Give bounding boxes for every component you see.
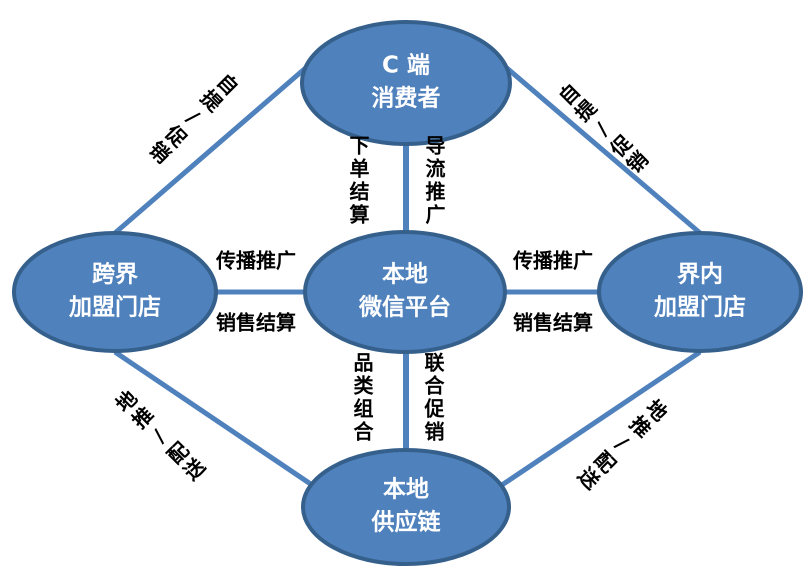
node-label-crossover-line1: 跨界: [92, 261, 138, 288]
edge-label-joint-promotion: 联合促销: [421, 352, 445, 444]
node-label-supply-line1: 本地: [383, 476, 429, 503]
node-ellipse-supply-chain: [301, 448, 511, 566]
node-label-consumer: C 端 消费者: [372, 50, 441, 117]
edge-label-spread-promo-right: 传播推广: [513, 248, 593, 273]
edge-label-traffic-promotion: 导流推广: [422, 135, 446, 227]
node-label-consumer-line1: C 端: [382, 52, 430, 79]
edge-label-sales-settlement-right: 销售结算: [513, 310, 593, 335]
node-label-inbound-line2: 加盟门店: [654, 295, 746, 321]
connector-inbound-supply: [494, 349, 702, 492]
node-label-crossover-store: 跨界 加盟门店: [69, 259, 161, 326]
node-label-platform-line1: 本地: [382, 261, 428, 288]
connector-inbound-consumer: [479, 44, 702, 235]
edge-label-category-mix: 品类组合: [350, 352, 374, 444]
edge-label-order-settlement: 下单结算: [346, 135, 370, 227]
node-label-supply-line2: 供应链: [371, 510, 441, 536]
connector-crossover-supply: [113, 349, 320, 492]
node-ellipse-inbound-store: [597, 231, 803, 353]
node-label-inbound-store: 界内 加盟门店: [654, 259, 746, 326]
node-ellipse-wechat-platform: [303, 230, 507, 354]
edge-label-sales-settlement-left: 销售结算: [216, 310, 296, 335]
node-ellipse-consumer: [300, 20, 512, 146]
node-label-inbound-line1: 界内: [677, 261, 723, 288]
node-ellipse-crossover-store: [12, 231, 218, 353]
node-label-crossover-line2: 加盟门店: [69, 295, 161, 321]
node-label-wechat-platform: 本地 微信平台: [359, 259, 451, 326]
node-label-consumer-line2: 消费者: [371, 86, 441, 112]
connector-crossover-consumer: [113, 44, 333, 235]
edge-label-spread-promo-left: 传播推广: [216, 248, 296, 273]
node-label-supply-chain: 本地 供应链: [372, 474, 441, 541]
node-label-platform-line2: 微信平台: [359, 295, 451, 321]
